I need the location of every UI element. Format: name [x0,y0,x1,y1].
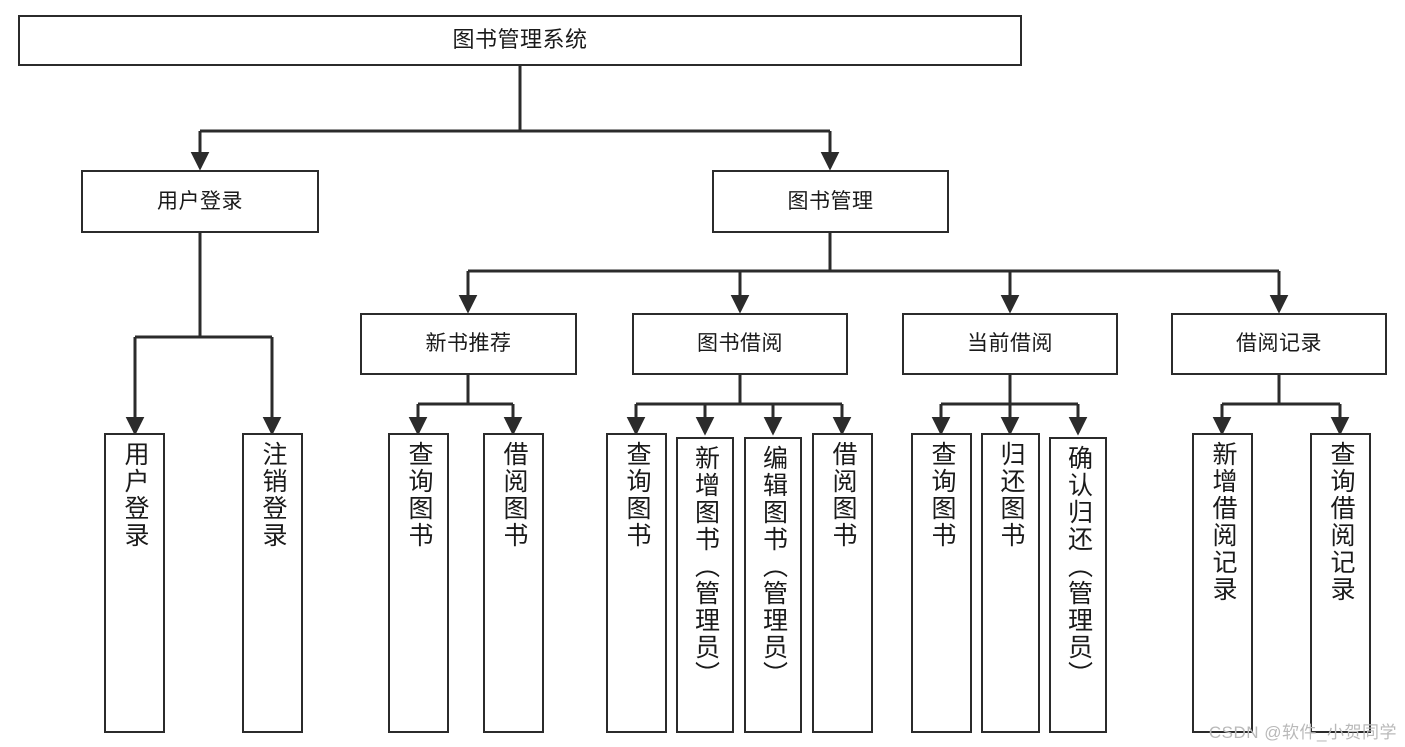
node-label: 当前借阅 [967,332,1053,356]
leaf-add-book-admin[interactable]: 新增图书（管理员） [676,437,734,733]
leaf-edit-book-admin[interactable]: 编辑图书（管理员） [744,437,802,733]
node-book-management[interactable]: 图书管理 [712,170,949,233]
node-label: 新增借阅记录 [1209,441,1237,603]
node-user-login[interactable]: 用户登录 [81,170,319,233]
node-label: 查询图书 [623,441,651,549]
node-label: 确认归还（管理员） [1064,445,1093,688]
node-label: 借阅记录 [1236,332,1322,356]
leaf-confirm-return-admin[interactable]: 确认归还（管理员） [1049,437,1107,733]
node-label: 图书借阅 [697,332,783,356]
node-label: 用户登录 [157,189,243,213]
leaf-logout[interactable]: 注销登录 [242,433,303,733]
leaf-return-book[interactable]: 归还图书 [981,433,1040,733]
node-label: 图书管理 [787,189,874,213]
node-label: 查询图书 [928,441,956,549]
leaf-query-book-new[interactable]: 查询图书 [388,433,449,733]
node-current-borrow[interactable]: 当前借阅 [902,313,1118,375]
watermark-text: CSDN @软件_小贺同学 [1208,723,1397,742]
leaf-query-book-borrow[interactable]: 查询图书 [606,433,667,733]
leaf-query-book-current[interactable]: 查询图书 [911,433,972,733]
node-label: 新书推荐 [425,332,512,356]
node-label: 借阅图书 [500,441,528,549]
leaf-borrow-book-new[interactable]: 借阅图书 [483,433,544,733]
node-borrow-record[interactable]: 借阅记录 [1171,313,1387,375]
node-label: 用户登录 [121,441,149,549]
node-label: 查询借阅记录 [1327,441,1355,603]
node-label: 借阅图书 [829,441,857,549]
node-label: 图书管理系统 [452,27,588,53]
node-book-borrow[interactable]: 图书借阅 [632,313,848,375]
node-label: 归还图书 [997,441,1025,549]
leaf-add-borrow-record[interactable]: 新增借阅记录 [1192,433,1253,733]
node-label: 查询图书 [405,441,433,549]
node-new-book-recommend[interactable]: 新书推荐 [360,313,577,375]
node-label: 编辑图书（管理员） [759,445,788,688]
leaf-query-borrow-record[interactable]: 查询借阅记录 [1310,433,1371,733]
leaf-user-login[interactable]: 用户登录 [104,433,165,733]
node-label: 新增图书（管理员） [691,445,720,688]
node-label: 注销登录 [259,441,287,549]
leaf-borrow-book[interactable]: 借阅图书 [812,433,873,733]
node-root-book-management-system[interactable]: 图书管理系统 [18,15,1022,66]
